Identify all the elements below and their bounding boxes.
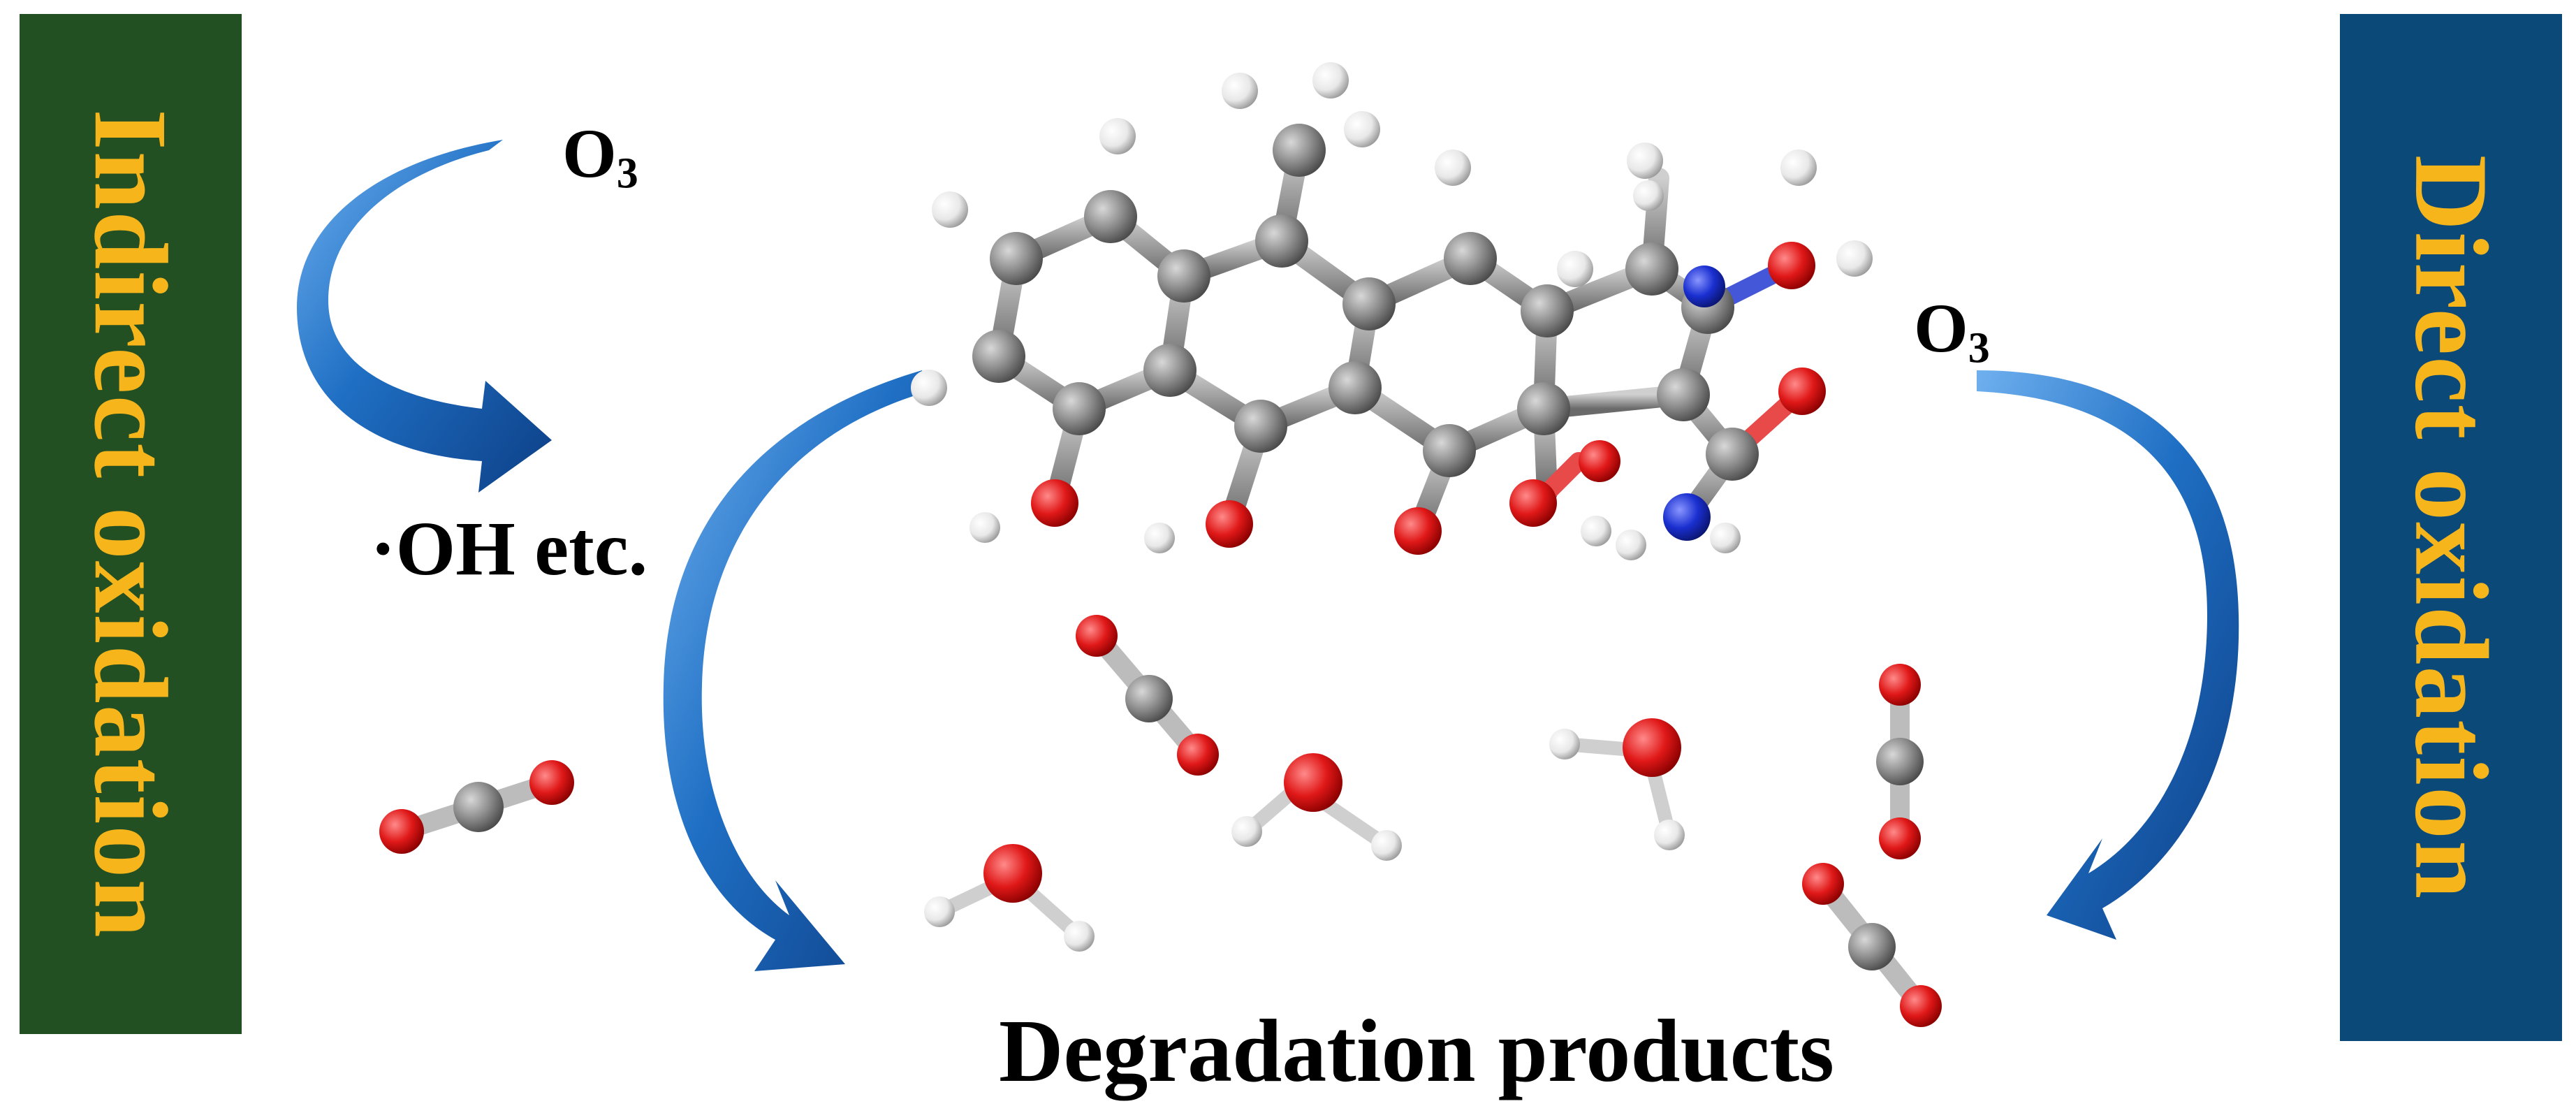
degradation-products-label: Degradation products — [999, 1001, 1834, 1100]
co2-molecule-3 — [1876, 664, 1924, 859]
ozone-label-right: O3 — [1914, 289, 1990, 372]
water-molecule-1 — [1231, 753, 1402, 861]
water-molecule-3 — [1549, 718, 1685, 850]
direct-oxidation-label: Direct oxidation — [2393, 154, 2509, 901]
indirect-oxidation-arrow-top — [297, 140, 552, 493]
co2-molecule-2 — [1076, 615, 1219, 776]
indirect-oxidation-arrow-bottom — [663, 370, 929, 971]
indirect-oxidation-label: Indirect oxidation — [73, 109, 189, 939]
hydroxyl-radical-label: ·OH etc. — [370, 506, 648, 591]
co2-molecule-4 — [1802, 863, 1942, 1027]
direct-oxidation-arrow — [1977, 370, 2239, 940]
ozone-label-left: O3 — [562, 115, 638, 198]
water-molecule-2 — [924, 844, 1095, 952]
direct-oxidation-panel: Direct oxidation — [2340, 14, 2562, 1041]
co2-molecule-1 — [379, 760, 574, 854]
indirect-oxidation-panel: Indirect oxidation — [20, 14, 242, 1034]
molecule-atoms — [911, 62, 1873, 560]
